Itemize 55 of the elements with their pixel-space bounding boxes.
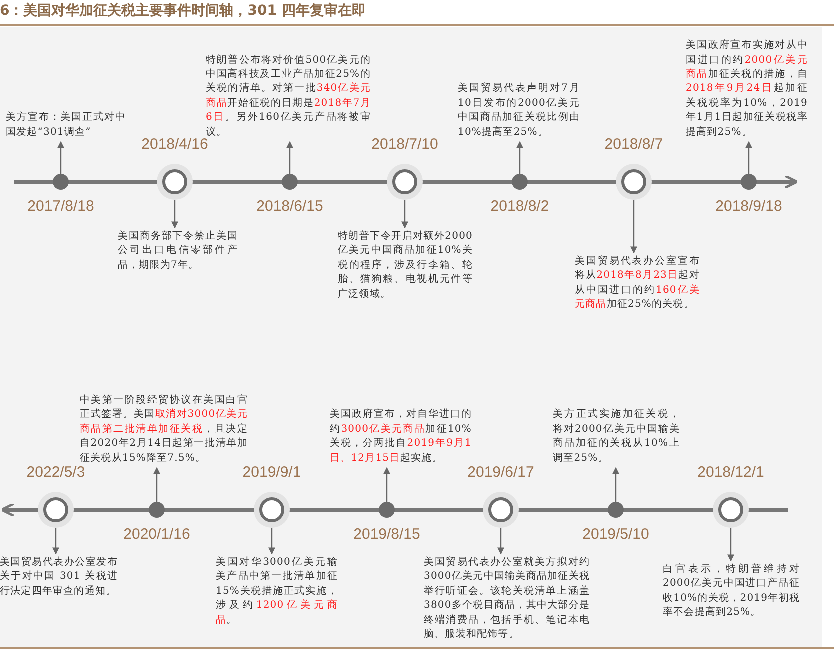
date-label: 2018/8/7: [604, 136, 664, 153]
arrow: [286, 141, 294, 174]
date-label: 2019/5/10: [582, 526, 650, 543]
date-label: 2018/6/15: [256, 198, 324, 215]
arrow: [516, 141, 524, 174]
title: 6：美国对华加征关税主要事件时间轴，301 四年复审在即: [0, 2, 366, 20]
milestone-dot: [741, 174, 757, 190]
event-text: 美方宣布：美国正式对中国发起“301调查”: [6, 111, 126, 140]
date-label: 2022/5/3: [26, 464, 86, 481]
date-label: 2018/7/10: [372, 136, 438, 153]
arrow: [498, 528, 504, 555]
date-label: 2018/4/16: [142, 136, 208, 153]
date-label: 2019/6/17: [468, 464, 534, 481]
arrow: [268, 528, 276, 555]
milestone-dot: [608, 502, 624, 518]
date-label: 2019/9/1: [242, 464, 302, 481]
arrow: [52, 528, 60, 555]
milestone-dot: [379, 502, 395, 518]
arrow: [402, 200, 408, 229]
milestone-dot: [282, 174, 298, 190]
event-text: 美国贸易代表办公室发布关于对中国 301 关税进行法定四年审查的通知。: [0, 556, 118, 600]
date-label: 2017/8/18: [28, 198, 94, 215]
milestone-dot: [149, 502, 165, 518]
milestone-ring: [38, 492, 74, 528]
arrow: [58, 141, 64, 174]
milestone-ring: [713, 492, 749, 528]
date-label: 2019/8/15: [354, 526, 420, 543]
arrow: [746, 141, 752, 174]
event-text: 美国政府宣布实施对从中国进口的约2000亿美元商品加征关税的措施，自2018年9月24日起加征关税税率为10%，2019年1月1日起加征关税税率提高到25%。: [686, 39, 808, 140]
event-text: 美国贸易代表声明对7月10日发布的2000亿美元中国商品加征关税比例由10%提高至25%。: [458, 82, 580, 140]
date-label: 2018/12/1: [698, 464, 764, 481]
event-text: 特朗普公布将对价值500亿美元的中国高科技及工业产品加征25%的关税的清单。对第一批340亿美元商品开始征税的日期是2018年7月6日。另外160亿美元产品将被审议。: [206, 54, 371, 140]
milestone-ring: [157, 164, 193, 200]
arrow: [154, 467, 160, 502]
event-text: 美国贸易代表办公室宣布将从2018年8月23日起对从中国进口的约160亿美元商品加征25%的关税。: [575, 255, 700, 313]
arrow: [728, 528, 734, 562]
arrow: [172, 200, 178, 229]
event-text: 美方正式实施加征关税，将对2000亿美元中国输美商品加征的关税从10%上调至25%。: [553, 408, 680, 466]
date-label: 2018/8/2: [490, 198, 550, 215]
milestone-dot: [512, 174, 528, 190]
event-text: 美国贸易代表办公室就美方拟对约3000亿美元中国输美商品加征关税举行听证会。该轮关税清单上涵盖3800多个税目商品，其中大部分是终端消费品，包括手机、笔记本电脑、服装和配饰等。: [424, 556, 590, 642]
milestone-dot: [53, 174, 69, 190]
milestone-ring: [387, 164, 423, 200]
date-label: 2018/9/18: [716, 198, 782, 215]
arrow: [612, 467, 620, 502]
milestone-ring: [483, 492, 519, 528]
milestone-ring: [254, 492, 290, 528]
event-text: 中美第一阶段经贸协议在美国白宫正式签署。美国取消对3000亿美元商品第二批清单加征关税，且决定自2020年2月14日起第一批清单加征关税从15%降至7.5%。: [80, 394, 248, 466]
event-text: 白宫表示，特朗普维持对2000亿美元中国进口产品征收10%的关税，2019年初税率不会提高到25%。: [663, 563, 800, 621]
event-text: 特朗普下令开启对额外2000亿美元中国商品加征10%关税的程序，涉及行李箱、轮胎、猫狗粮、电视机元件等广泛领域。: [338, 230, 473, 302]
event-text: 美国商务部下令禁止美国公司出口电信零部件产品，期限为7年。: [118, 230, 238, 274]
milestone-ring: [616, 164, 652, 200]
arrow: [630, 200, 638, 254]
arrow: [384, 467, 390, 502]
date-label: 2020/1/16: [124, 526, 190, 543]
